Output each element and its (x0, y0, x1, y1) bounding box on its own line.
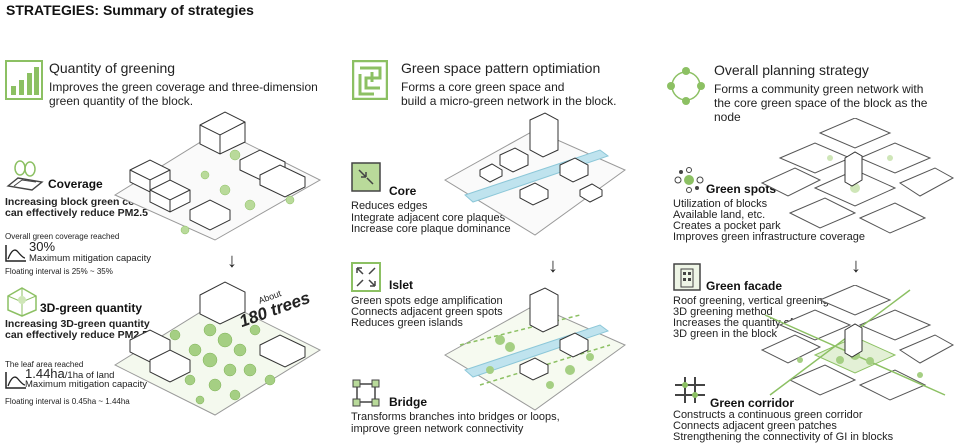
green-corridor-item-2: Connects adjacent green patches (673, 420, 837, 432)
col3-heading: Overall planning strategy (714, 62, 869, 78)
col2-heading: Green space pattern optimiation (401, 60, 601, 76)
curve-icon-2 (5, 371, 27, 389)
network-icon (666, 66, 706, 106)
col1-desc-line1: Improves the green coverage and three-di… (49, 80, 318, 94)
col2-desc-line1: Forms a core green space and (401, 80, 565, 94)
green-facade-item-1: Roof greening, vertical greening (673, 295, 829, 307)
bar-chart-icon (5, 60, 43, 100)
3d-green-mitigation: Maximum mitigation capacity (25, 379, 147, 390)
green-facade-item-3: Increases the quantity of (673, 317, 793, 329)
green-spots-item-4: Improves green infrastructure coverage (673, 231, 865, 243)
core-item-2: Integrate adjacent core plaques (351, 212, 506, 224)
coverage-icon (6, 160, 46, 192)
curve-icon (5, 244, 27, 262)
green-facade-item-4: 3D green in the block (673, 328, 777, 340)
core-icon (351, 162, 381, 192)
green-spots-icon (674, 167, 704, 193)
col2-desc-line2: build a micro-green network in the block… (401, 94, 617, 108)
islet-icon (351, 262, 381, 292)
3d-green-line1: Increasing 3D-green quantity (5, 318, 150, 330)
green-corridor-item-3: Strengthening the connectivity of GI in … (673, 431, 894, 443)
3d-green-icon (5, 286, 39, 318)
3d-green-label: 3D-green quantity (40, 301, 143, 315)
3d-green-value-unit: /1ha of land (64, 370, 115, 381)
coverage-mitigation: Maximum mitigation capacity (29, 253, 151, 264)
col3-desc-line2: the core green space of the block as the (714, 96, 928, 110)
col3-desc-line1: Forms a community green network with (714, 82, 924, 96)
green-corridor-label: Green corridor (710, 396, 795, 410)
islet-item-1: Green spots edge amplification (351, 295, 503, 307)
green-facade-label: Green facade (706, 279, 783, 293)
bridge-item-2: improve green network connectivity (351, 423, 524, 435)
bridge-label: Bridge (389, 395, 428, 409)
page-title: STRATEGIES: Summary of strategies (6, 2, 254, 18)
core-label: Core (389, 184, 417, 198)
3d-green-line2: can effectively reduce PM2.5 (5, 329, 148, 341)
down-arrow-col2: ↓ (548, 255, 558, 277)
coverage-label: Coverage (48, 177, 103, 191)
3d-green-interval: Floating interval is 0.45ha ~ 1.44ha (5, 397, 130, 406)
green-corridor-item-1: Constructs a continuous green corridor (673, 409, 863, 421)
green-spots-item-1: Utilization of blocks (673, 198, 768, 210)
core-illustration (444, 112, 626, 236)
col1-heading: Quantity of greening (49, 60, 176, 76)
3d-green-value-number: 1.44ha (25, 366, 65, 381)
bridge-item-1: Transforms branches into bridges or loop… (351, 411, 560, 423)
green-spots-item-3: Creates a pocket park (673, 220, 781, 232)
maze-icon (351, 59, 389, 101)
down-arrow-col1: ↓ (227, 250, 237, 272)
network-illustration (444, 287, 626, 411)
green-spots-item-2: Available land, etc. (673, 209, 766, 221)
col1-desc-line2: green quantity of the block. (49, 94, 194, 108)
coverage-value: 30% (29, 239, 56, 254)
down-arrow-col3: ↓ (851, 255, 861, 277)
green-corridor-icon (673, 375, 707, 405)
islet-label: Islet (389, 278, 414, 292)
col3-desc-line3: node (714, 110, 741, 124)
block-illustration-after (113, 281, 322, 416)
building-facade-icon (673, 263, 701, 291)
coverage-interval: Floating interval is 25% ~ 35% (5, 267, 113, 276)
bridge-icon (351, 378, 381, 408)
core-item-3: Increase core plaque dominance (351, 223, 511, 235)
district-illustration-top (760, 118, 955, 234)
green-facade-item-2: 3D greening method (673, 306, 773, 318)
3d-green-reached: The leaf area reached (5, 360, 84, 369)
coverage-line2: can effectively reduce PM2.5 (5, 207, 148, 219)
green-spots-label: Green spots (706, 182, 777, 196)
district-illustration-bottom (760, 285, 955, 401)
3d-green-value: 1.44ha/1ha of land (25, 366, 114, 381)
islet-item-2: Connects adjacent green spots (351, 306, 503, 318)
block-illustration-before (113, 111, 322, 241)
coverage-reached: Overall green coverage reached (5, 232, 120, 241)
islet-item-3: Reduces green islands (351, 317, 463, 329)
core-item-1: Reduces edges (351, 200, 428, 212)
